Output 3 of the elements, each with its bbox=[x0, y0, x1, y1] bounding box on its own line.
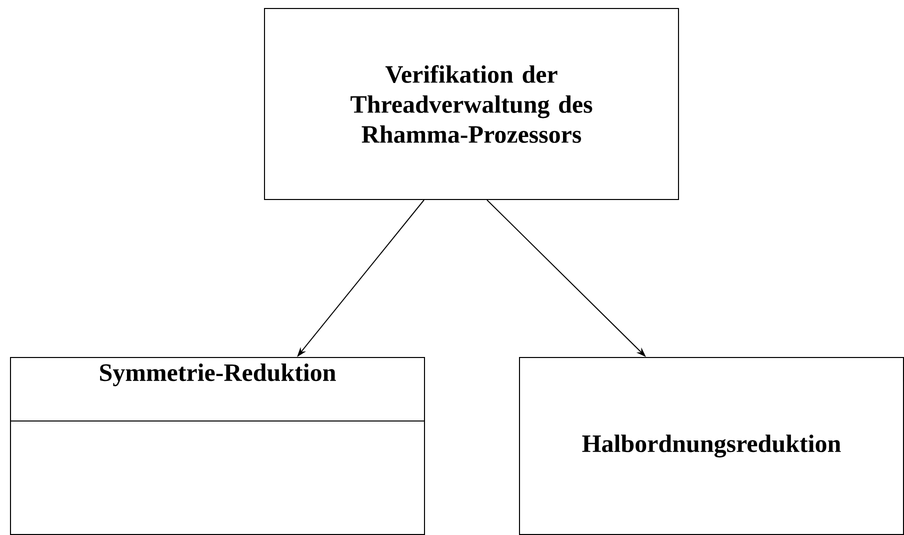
compartment-box: Symmetrie-Reduktion bbox=[10, 357, 425, 535]
process-box: Halbordnungsreduktion bbox=[519, 357, 904, 535]
process-box: Verifikation der Threadverwaltung des Rhamma-Prozessors bbox=[264, 8, 679, 200]
